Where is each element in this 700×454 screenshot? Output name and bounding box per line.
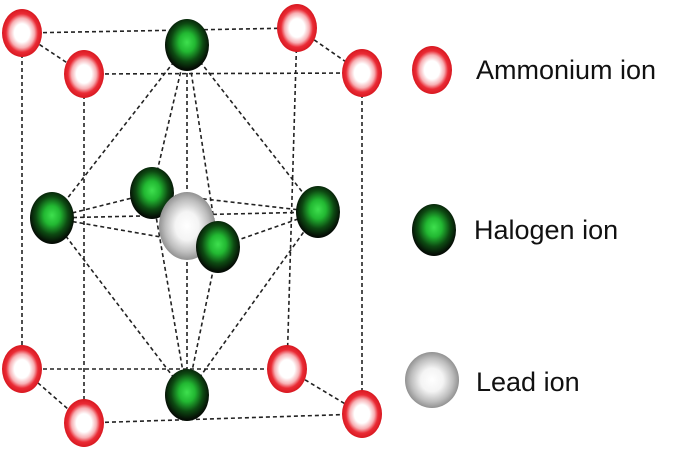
ammonium-ion [2, 345, 42, 393]
ammonium-ion [64, 399, 104, 447]
bond-line [186, 211, 319, 396]
legend-item-lead: Lead ion [405, 352, 580, 408]
ammonium-ion [342, 49, 382, 97]
legend: Ammonium ion Halogen ion Lead ion [405, 46, 656, 408]
halogen-ion [30, 192, 74, 244]
legend-label-halogen: Halogen ion [474, 215, 618, 245]
halogen-ion [196, 221, 240, 273]
bond-line [51, 217, 188, 396]
bond-line [186, 44, 319, 213]
bond-line [51, 44, 188, 219]
legend-item-ammonium: Ammonium ion [412, 46, 656, 94]
bond-line [21, 27, 298, 34]
bond-line [151, 192, 188, 396]
ammonium-ion [267, 345, 307, 393]
halogen-ion [165, 19, 209, 71]
bond-line [83, 413, 363, 424]
halogen-ion [130, 167, 174, 219]
bond-line [83, 72, 363, 75]
ammonium-ion [2, 9, 42, 57]
ammonium-ion-swatch [412, 46, 452, 94]
legend-item-halogen: Halogen ion [412, 204, 618, 256]
halogen-ion [165, 369, 209, 421]
ammonium-ion [342, 390, 382, 438]
lead-ion-swatch [405, 352, 459, 408]
halogen-ion-swatch [412, 204, 456, 256]
legend-label-lead: Lead ion [476, 367, 580, 397]
ammonium-ion [277, 4, 317, 52]
bond-line [286, 27, 298, 370]
legend-label-ammonium: Ammonium ion [476, 55, 656, 85]
lattice-atoms [2, 4, 382, 447]
bond-line [21, 32, 85, 75]
ammonium-ion [64, 50, 104, 98]
halogen-ion [296, 186, 340, 238]
